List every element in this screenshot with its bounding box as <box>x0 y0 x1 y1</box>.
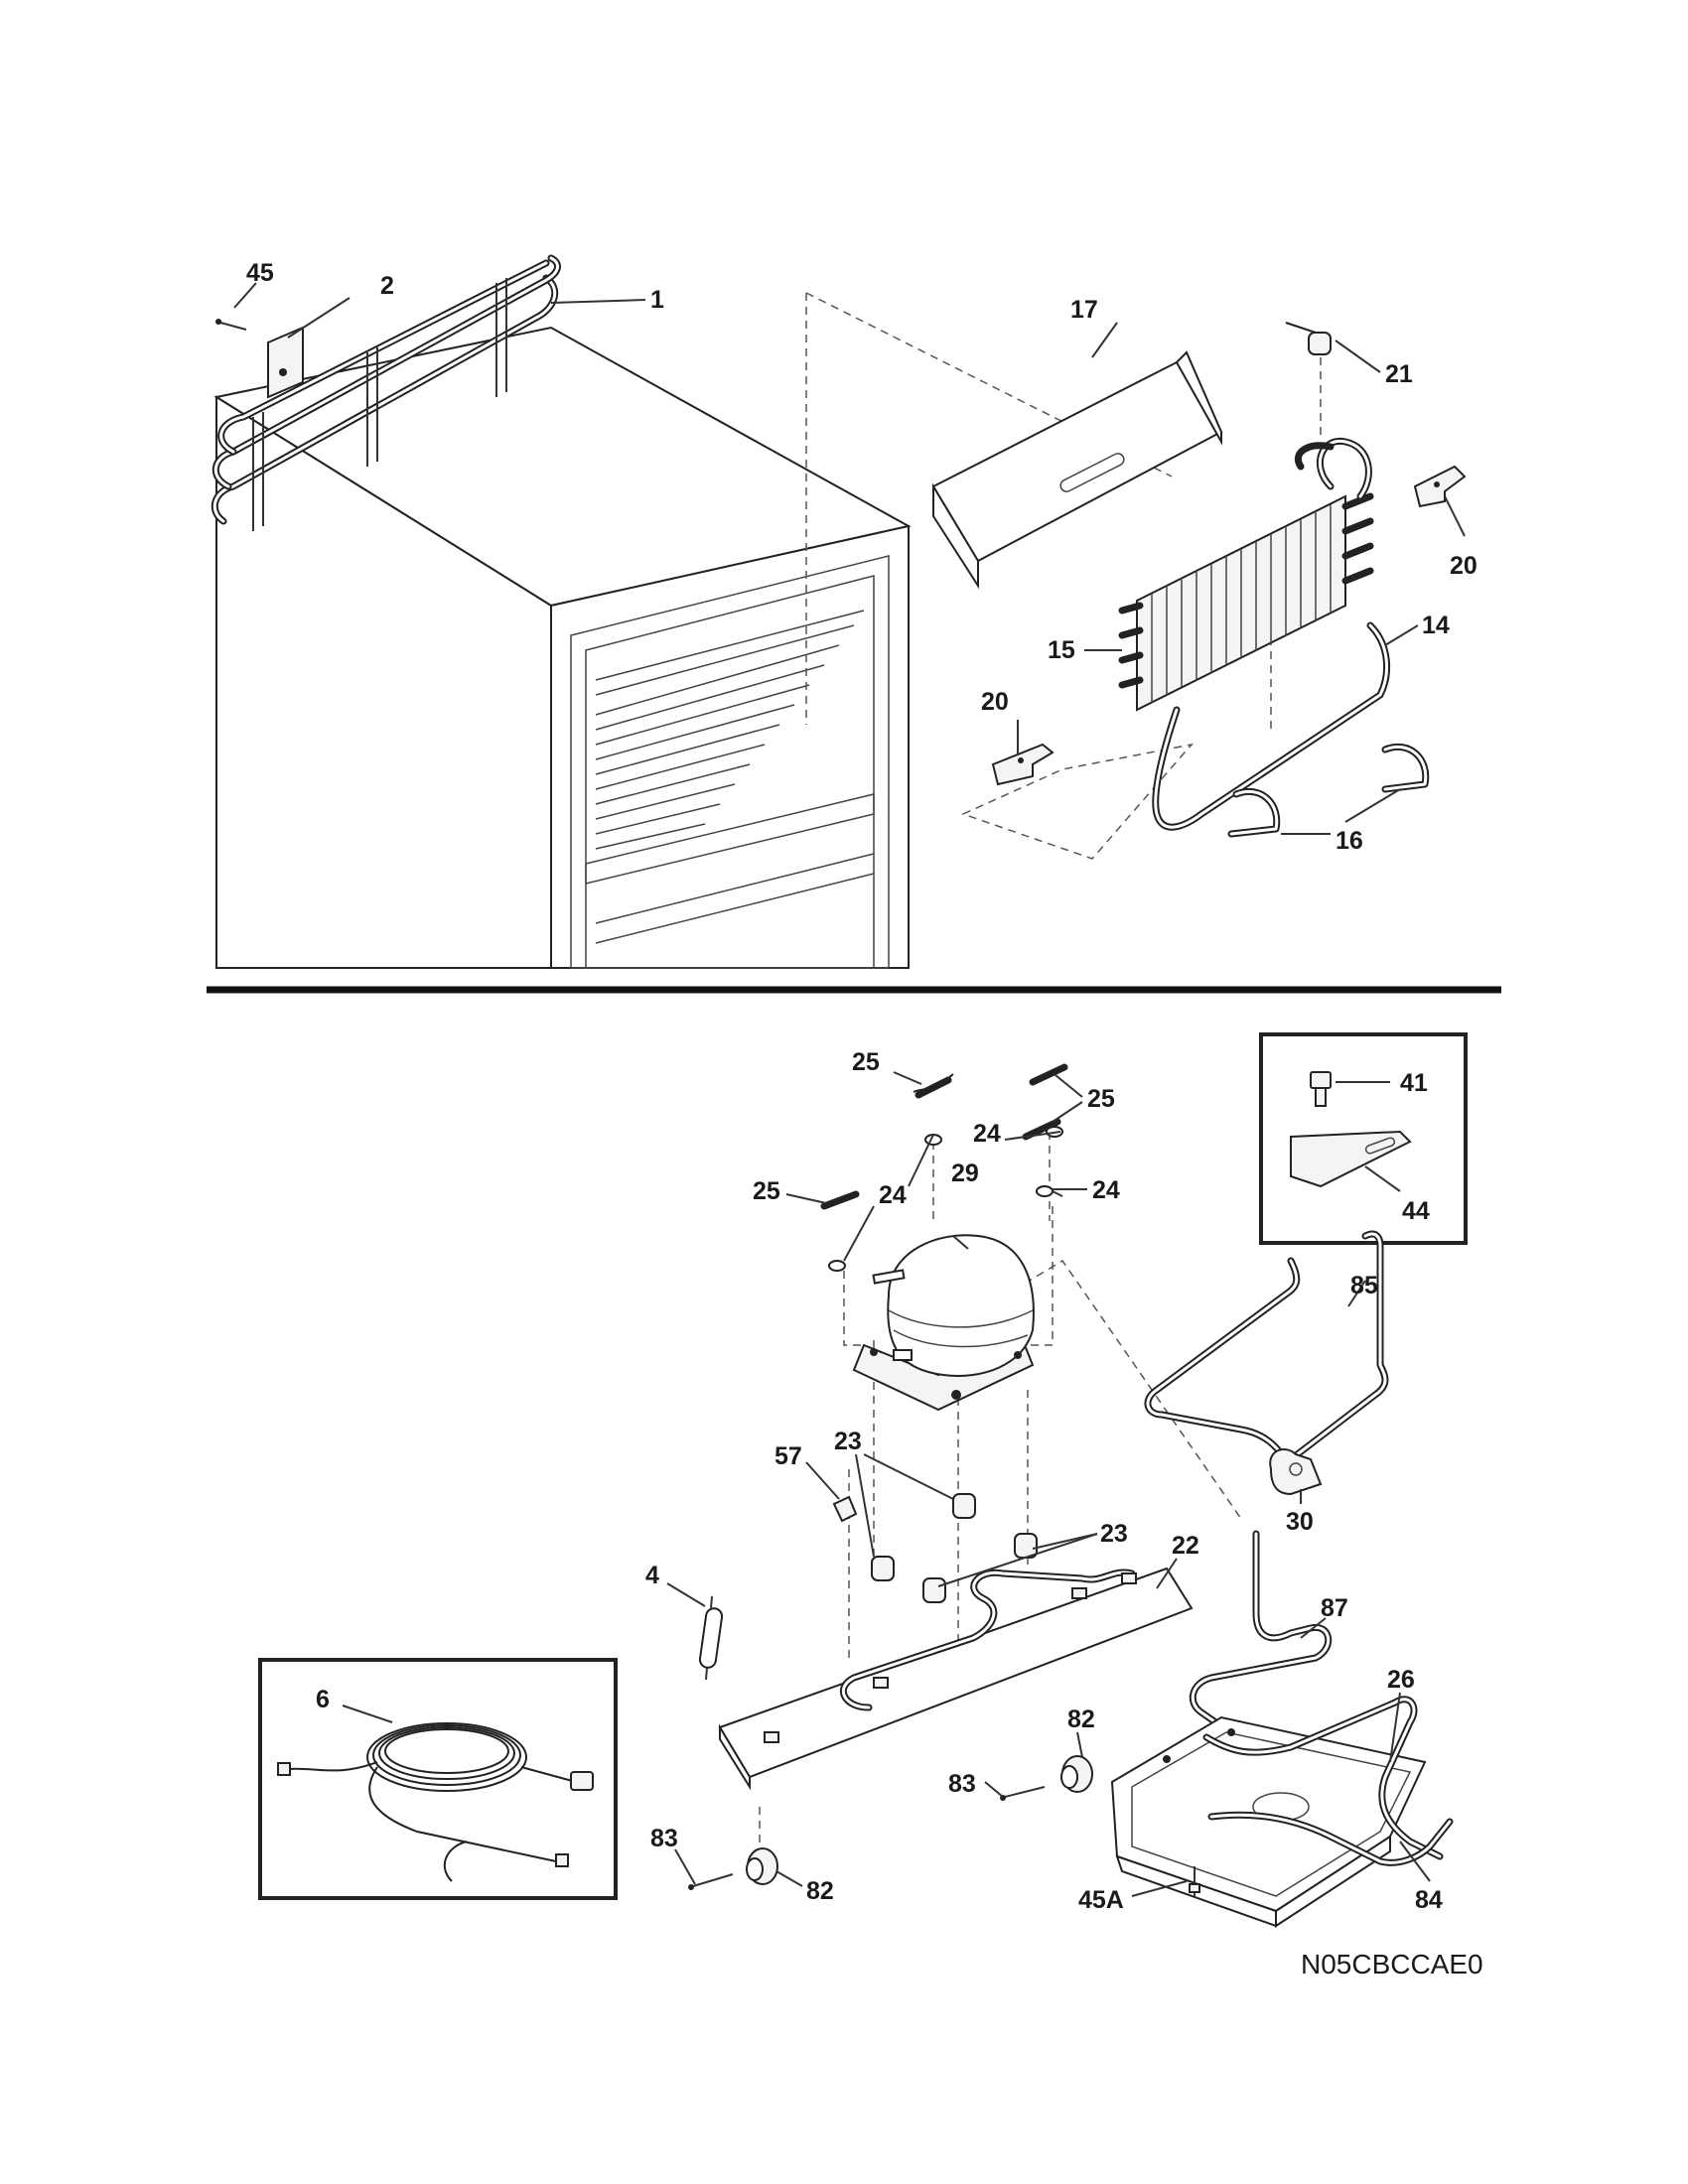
callout-44: 44 <box>1402 1197 1430 1225</box>
defrost-heater <box>1152 621 1391 831</box>
grommet-23-c <box>871 1556 895 1581</box>
discharge-tube-84 <box>1202 1696 1454 1866</box>
evaporator <box>1118 438 1374 712</box>
callout-20-right: 20 <box>1450 552 1477 580</box>
callout-25-left: 25 <box>753 1177 780 1205</box>
callout-25-right: 25 <box>1087 1085 1115 1113</box>
diagram-code: N05CBCCAE0 <box>1301 1949 1483 1979</box>
callout-57: 57 <box>774 1442 802 1470</box>
callout-41: 41 <box>1400 1069 1428 1097</box>
callout-45: 45 <box>246 259 274 287</box>
callout-82-left: 82 <box>806 1877 834 1905</box>
callout-83-left: 83 <box>650 1825 678 1852</box>
callout-45A: 45A <box>1078 1886 1124 1914</box>
condenser-coil <box>211 254 561 531</box>
condenser-bracket <box>267 326 304 399</box>
callout-30: 30 <box>1286 1508 1314 1536</box>
callout-24-left: 24 <box>879 1181 907 1209</box>
evaporator-bracket-left <box>991 743 1055 786</box>
tube-87 <box>1189 1530 1333 1751</box>
drier <box>698 1595 724 1681</box>
clamp-30 <box>1269 1448 1323 1496</box>
callout-82-right: 82 <box>1067 1706 1095 1733</box>
clip-25-lower-right <box>1022 1118 1061 1141</box>
compressor <box>852 1234 1035 1412</box>
callout-29: 29 <box>951 1160 979 1187</box>
clip-57 <box>832 1495 858 1523</box>
callout-15: 15 <box>1048 636 1075 664</box>
callout-14: 14 <box>1422 612 1450 639</box>
bottom-section: 41 44 6 <box>258 1032 1483 1979</box>
callout-23-upper: 23 <box>834 1428 862 1455</box>
foot-82-right <box>1060 1755 1093 1793</box>
grommet-24-right-lower <box>1036 1185 1054 1197</box>
callout-84: 84 <box>1415 1886 1443 1914</box>
screw-45 <box>215 319 247 331</box>
callout-24-right: 24 <box>1092 1176 1120 1204</box>
bracket-44 <box>1290 1130 1412 1188</box>
power-cord <box>277 1722 594 1882</box>
callout-17: 17 <box>1070 296 1098 324</box>
clip-25-upper-right <box>1029 1063 1068 1086</box>
callout-21: 21 <box>1385 360 1413 388</box>
top-section: 1 2 45 17 21 20 14 15 20 16 <box>211 254 1477 969</box>
callout-83-right: 83 <box>948 1770 976 1798</box>
grommet-23-d <box>922 1577 946 1603</box>
evaporator-deflector <box>931 350 1223 590</box>
evaporator-fins <box>1151 504 1332 703</box>
heater-clips <box>1227 744 1430 838</box>
clip-25-left <box>820 1190 860 1210</box>
callout-22: 22 <box>1172 1532 1199 1560</box>
defrost-terminator <box>1285 322 1332 437</box>
callout-1: 1 <box>650 286 664 314</box>
grommet-24-left <box>828 1260 846 1272</box>
pin-83-right <box>1000 1786 1046 1801</box>
callout-23-lower: 23 <box>1100 1520 1128 1548</box>
callout-4: 4 <box>645 1562 659 1589</box>
callout-25-top: 25 <box>852 1048 880 1076</box>
pin-83-left <box>688 1873 734 1890</box>
cabinet <box>213 326 912 969</box>
callout-24-upper: 24 <box>973 1120 1001 1148</box>
clip-25-top <box>913 1073 954 1099</box>
inset-power-cord-box: 6 <box>258 1658 618 1900</box>
drain-tube-85 <box>1144 1230 1389 1463</box>
bolt-41 <box>1310 1071 1332 1107</box>
callout-87: 87 <box>1321 1594 1348 1622</box>
callout-16: 16 <box>1336 827 1363 855</box>
callout-2: 2 <box>380 272 394 300</box>
foot-82-left <box>746 1847 778 1885</box>
callout-85: 85 <box>1350 1272 1378 1299</box>
screw-45A <box>1189 1866 1200 1896</box>
callout-20-left: 20 <box>981 688 1009 716</box>
callout-26: 26 <box>1387 1666 1415 1694</box>
grommet-23-a <box>952 1493 976 1519</box>
compressor-base-plate <box>718 1567 1194 1791</box>
evaporator-bracket-right <box>1413 465 1467 508</box>
inset-bracket-box: 41 44 <box>1259 1032 1468 1245</box>
evaporator-cover-ridges <box>595 610 865 850</box>
callout-6: 6 <box>316 1686 330 1713</box>
